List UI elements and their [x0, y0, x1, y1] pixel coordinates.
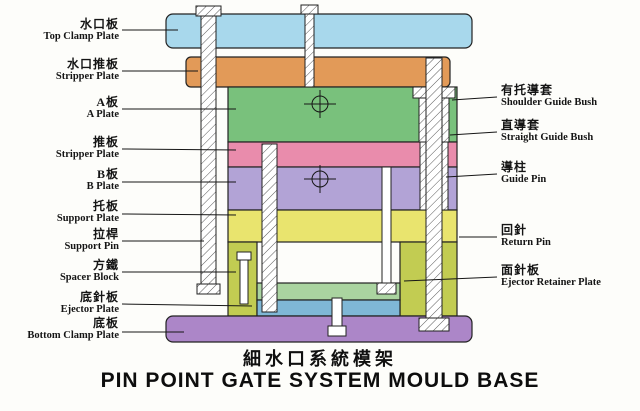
leader-shoulder-guide-bush: [451, 96, 498, 101]
ejector-plate-shape: [256, 299, 401, 317]
label-bottom-clamp-plate: 底板 Bottom Clamp Plate: [0, 316, 119, 343]
label-ejector-plate-zh: 底針板: [79, 290, 119, 304]
label-top-clamp-plate-en: Top Clamp Plate: [43, 31, 119, 43]
guide-pin-foot: [418, 317, 450, 332]
label-shoulder-guide-bush-en: Shoulder Guide Bush: [501, 97, 598, 109]
center-pillar: [261, 143, 278, 313]
label-support-pin: 拉桿 Support Pin: [0, 227, 119, 254]
label-guide-pin: 導柱 Guide Pin: [501, 160, 639, 187]
leader-ejector-plate: [121, 303, 253, 307]
bottom-screw-shaft: [331, 297, 343, 327]
leader-ejector-retainer-plate: [403, 276, 498, 282]
label-a-plate-zh: A板: [96, 95, 119, 109]
label-guide-pin-zh: 導柱: [501, 160, 528, 174]
label-ejector-retainer-plate-zh: 面針板: [501, 263, 541, 277]
label-stripper-plate-top-zh: 水口推板: [66, 57, 119, 71]
leader-lines: [121, 29, 498, 333]
label-bottom-clamp-plate-zh: 底板: [92, 316, 119, 330]
bottom-clamp-plate-shape: [165, 315, 473, 343]
label-a-plate: A板 A Plate: [0, 95, 119, 122]
label-straight-guide-bush: 直導套 Straight Guide Bush: [501, 118, 639, 145]
label-top-clamp-plate-zh: 水口板: [79, 17, 119, 31]
label-spacer-block-en: Spacer Block: [59, 272, 119, 284]
label-straight-guide-bush-zh: 直導套: [501, 118, 541, 132]
label-ejector-plate: 底針板 Ejector Plate: [0, 290, 119, 317]
label-return-pin-zh: 回針: [501, 223, 528, 237]
label-top-clamp-plate: 水口板 Top Clamp Plate: [0, 17, 119, 44]
support-pin-foot: [196, 283, 221, 295]
top-bolt-shaft: [304, 13, 315, 88]
label-ejector-retainer-plate-en: Ejector Retainer Plate: [501, 277, 601, 289]
label-ejector-plate-en: Ejector Plate: [60, 304, 119, 316]
top-bolt-head: [300, 4, 319, 15]
label-b-plate-en: B Plate: [86, 181, 119, 193]
stop-screw-head: [236, 251, 252, 261]
stop-screw-shaft: [239, 259, 249, 305]
support-pin-cap: [195, 5, 222, 17]
label-a-plate-en: A Plate: [86, 109, 119, 121]
top-clamp-plate-shape: [165, 13, 473, 49]
title-chinese: 細水口系統模架: [243, 349, 397, 369]
label-spacer-block: 方鐵 Spacer Block: [0, 258, 119, 285]
return-pin-head: [376, 282, 397, 295]
bottom-screw-head: [327, 325, 347, 337]
label-guide-pin-en: Guide Pin: [501, 174, 547, 186]
leader-support-plate: [121, 213, 237, 216]
leader-guide-pin: [445, 173, 498, 178]
label-ejector-retainer-plate: 面針板 Ejector Retainer Plate: [501, 263, 639, 290]
label-support-plate-zh: 托板: [92, 199, 119, 213]
label-straight-guide-bush-en: Straight Guide Bush: [501, 132, 594, 144]
label-shoulder-guide-bush: 有托導套 Shoulder Guide Bush: [501, 83, 639, 110]
label-support-pin-zh: 拉桿: [92, 227, 119, 241]
label-support-pin-en: Support Pin: [64, 241, 119, 253]
return-pin-shaft: [381, 166, 392, 284]
label-stripper-plate-mid: 推板 Stripper Plate: [0, 135, 119, 162]
label-stripper-plate-top: 水口推板 Stripper Plate: [0, 57, 119, 84]
label-return-pin-en: Return Pin: [501, 237, 551, 249]
label-shoulder-guide-bush-zh: 有托導套: [501, 83, 554, 97]
label-stripper-plate-top-en: Stripper Plate: [55, 71, 119, 83]
crosshair-marks: [304, 90, 336, 193]
leader-stripper-plate-mid: [121, 148, 237, 151]
label-return-pin: 回針 Return Pin: [501, 223, 639, 250]
label-stripper-plate-mid-zh: 推板: [92, 135, 119, 149]
label-stripper-plate-mid-en: Stripper Plate: [55, 149, 119, 161]
label-b-plate-zh: B板: [96, 167, 119, 181]
leader-straight-guide-bush: [449, 131, 498, 136]
title-english: PIN POINT GATE SYSTEM MOULD BASE: [100, 369, 540, 392]
label-support-plate-en: Support Plate: [56, 213, 119, 225]
label-b-plate: B板 B Plate: [0, 167, 119, 194]
label-spacer-block-zh: 方鐵: [92, 258, 119, 272]
label-support-plate: 托板 Support Plate: [0, 199, 119, 226]
label-bottom-clamp-plate-en: Bottom Clamp Plate: [27, 330, 119, 342]
stripper-plate-top-shape: [185, 56, 451, 88]
